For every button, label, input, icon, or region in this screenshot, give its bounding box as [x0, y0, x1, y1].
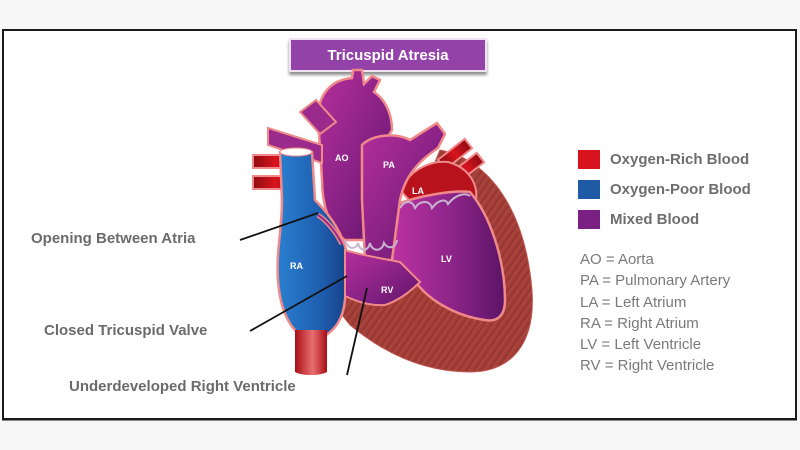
- legend-item-oxygen-rich: Oxygen-Rich Blood: [578, 144, 751, 174]
- inferior-vena-cava: [295, 330, 327, 375]
- label-lv: LV: [441, 254, 452, 264]
- callout-opening-between-atria: Opening Between Atria: [31, 230, 196, 247]
- legend-item-oxygen-poor: Oxygen-Poor Blood: [578, 174, 751, 204]
- leader-opening-between-atria: [239, 212, 319, 241]
- blue-swatch-icon: [578, 179, 600, 199]
- abbrev-pa: PA = Pulmonary Artery: [580, 272, 731, 290]
- legend-label: Oxygen-Poor Blood: [610, 180, 751, 198]
- purple-swatch-icon: [578, 209, 600, 229]
- label-pa: PA: [383, 160, 395, 170]
- callout-underdeveloped-rv: Underdeveloped Right Ventricle: [69, 378, 296, 395]
- mitral-valve: [399, 193, 471, 211]
- leader-closed-tricuspid-valve: [249, 275, 348, 332]
- label-rv: RV: [381, 285, 393, 295]
- leader-underdeveloped-rv: [346, 287, 368, 376]
- abbreviation-key: AO = Aorta PA = Pulmonary Artery LA = Le…: [580, 249, 730, 377]
- abbrev-rv: RV = Right Ventricle: [580, 357, 715, 375]
- label-ao: AO: [335, 153, 349, 163]
- aortic-branch: [298, 98, 338, 136]
- semilunar-valves: [344, 239, 398, 251]
- atrial-septum-inner: [317, 214, 343, 245]
- label-ra: RA: [290, 261, 303, 271]
- label-la: LA: [412, 186, 424, 196]
- abbrev-lv: LV = Left Ventricle: [580, 336, 702, 354]
- right-ventricle: [344, 248, 422, 307]
- abbrev-ra: RA = Right Atrium: [580, 314, 699, 332]
- red-swatch-icon: [578, 149, 600, 169]
- abbrev-ao: AO = Aorta: [580, 251, 654, 268]
- legend-item-mixed: Mixed Blood: [578, 204, 751, 234]
- callout-closed-tricuspid-valve: Closed Tricuspid Valve: [44, 322, 208, 339]
- pulmonary-artery: [360, 121, 447, 262]
- legend-label: Oxygen-Rich Blood: [610, 150, 750, 168]
- abbrev-la: LA = Left Atrium: [580, 293, 687, 311]
- title-banner: Tricuspid Atresia: [289, 38, 487, 72]
- legend: Oxygen-Rich Blood Oxygen-Poor Blood Mixe…: [578, 144, 751, 234]
- legend-label: Mixed Blood: [610, 210, 700, 228]
- diagram-title: Tricuspid Atresia: [327, 46, 449, 64]
